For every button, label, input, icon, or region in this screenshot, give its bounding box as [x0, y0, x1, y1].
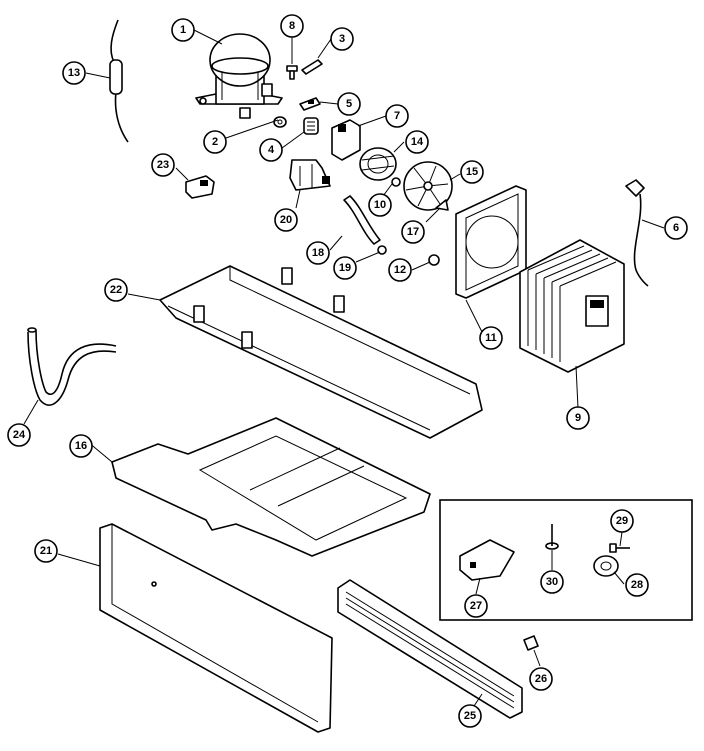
part-26-clip — [523, 635, 539, 651]
part-16-drain-pan — [111, 417, 431, 557]
part-22-floor — [159, 265, 483, 439]
part-28-motor — [593, 555, 619, 577]
part-14-fan-motor — [359, 147, 397, 181]
callout-13: 13 — [62, 61, 86, 85]
inset-box — [439, 499, 693, 621]
svg-text:24: 24 — [13, 429, 26, 441]
svg-text:4: 4 — [268, 144, 275, 156]
svg-text:15: 15 — [466, 166, 478, 178]
part-27-timer — [459, 539, 515, 581]
callout-26: 26 — [529, 667, 553, 691]
svg-text:21: 21 — [40, 545, 52, 557]
part-5-clip — [299, 97, 321, 111]
part-25-grille — [337, 579, 523, 719]
callout-23: 23 — [151, 153, 175, 177]
callout-28: 28 — [625, 573, 649, 597]
callout-11: 11 — [479, 326, 503, 350]
svg-text:3: 3 — [339, 33, 345, 45]
callout-19: 19 — [333, 256, 357, 280]
part-12-screw — [428, 254, 440, 266]
part-8-bolt — [286, 65, 298, 80]
part-7-bracket — [331, 119, 361, 161]
callout-3: 3 — [330, 27, 354, 51]
part-11-shroud — [455, 185, 527, 299]
callout-8: 8 — [280, 14, 304, 38]
part-6-cord — [625, 179, 649, 287]
callout-29: 29 — [610, 509, 634, 533]
callout-5: 5 — [337, 92, 361, 116]
part-20-bracket — [289, 159, 331, 191]
svg-text:18: 18 — [312, 247, 324, 259]
callout-17: 17 — [401, 220, 425, 244]
callout-15: 15 — [460, 160, 484, 184]
part-2-grommet — [273, 116, 287, 128]
svg-text:11: 11 — [485, 332, 497, 344]
callout-30: 30 — [540, 570, 564, 594]
svg-text:28: 28 — [631, 579, 643, 591]
callout-4: 4 — [259, 138, 283, 162]
svg-text:10: 10 — [374, 199, 386, 211]
callout-18: 18 — [306, 241, 330, 265]
callout-20: 20 — [274, 208, 298, 232]
svg-text:20: 20 — [280, 214, 292, 226]
svg-text:29: 29 — [616, 515, 628, 527]
part-29-screw — [609, 543, 630, 553]
svg-text:8: 8 — [289, 20, 295, 32]
part-4-relay — [303, 117, 319, 135]
part-1-compressor — [195, 33, 283, 119]
svg-text:13: 13 — [68, 67, 80, 79]
svg-text:16: 16 — [75, 440, 87, 452]
svg-text:25: 25 — [464, 710, 476, 722]
svg-text:30: 30 — [546, 576, 558, 588]
svg-text:19: 19 — [339, 262, 351, 274]
callout-24: 24 — [7, 423, 31, 447]
callout-16: 16 — [69, 434, 93, 458]
callouts: 1 2 3 4 5 6 7 8 9 10 11 12 13 14 15 16 1… — [7, 14, 688, 728]
svg-text:6: 6 — [673, 222, 679, 234]
part-15-fan-blade — [403, 161, 453, 211]
svg-text:22: 22 — [110, 284, 122, 296]
callout-12: 12 — [388, 258, 412, 282]
callout-27: 27 — [464, 594, 488, 618]
callout-22: 22 — [104, 278, 128, 302]
svg-text:5: 5 — [346, 98, 352, 110]
svg-text:9: 9 — [575, 412, 581, 424]
svg-text:27: 27 — [470, 600, 482, 612]
part-3-clip — [301, 59, 323, 75]
callout-10: 10 — [368, 193, 392, 217]
callout-21: 21 — [34, 539, 58, 563]
part-10-nut — [391, 177, 401, 187]
part-18-strap — [343, 195, 381, 245]
svg-text:14: 14 — [411, 136, 424, 148]
svg-text:7: 7 — [394, 110, 400, 122]
svg-text:1: 1 — [180, 24, 186, 36]
svg-text:2: 2 — [212, 136, 218, 148]
part-23-switch — [185, 175, 215, 199]
callout-25: 25 — [458, 704, 482, 728]
callout-14: 14 — [405, 130, 429, 154]
svg-text:26: 26 — [535, 673, 547, 685]
part-21-panel — [99, 523, 333, 733]
callout-1: 1 — [171, 18, 195, 42]
callout-6: 6 — [664, 216, 688, 240]
svg-text:23: 23 — [157, 159, 169, 171]
svg-text:17: 17 — [407, 226, 419, 238]
part-24-hose — [27, 327, 117, 406]
part-13-drier — [109, 19, 129, 143]
part-9-condenser — [519, 239, 625, 373]
part-17-clip — [435, 199, 449, 211]
part-30-screw — [545, 524, 559, 550]
svg-text:12: 12 — [394, 264, 406, 276]
callout-2: 2 — [203, 130, 227, 154]
callout-9: 9 — [566, 406, 590, 430]
callout-7: 7 — [385, 104, 409, 128]
